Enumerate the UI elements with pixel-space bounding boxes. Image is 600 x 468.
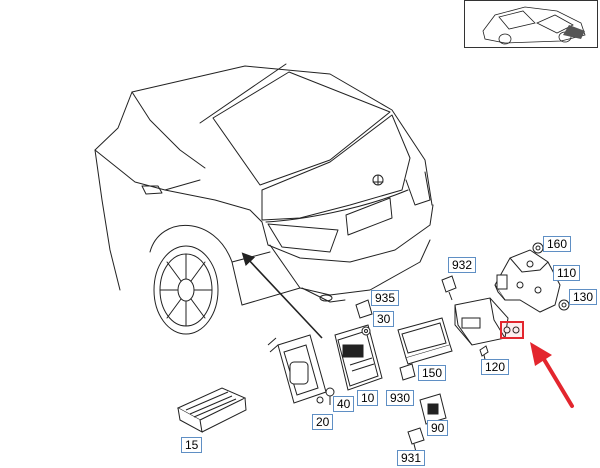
callout-160[interactable]: 160 bbox=[543, 236, 572, 252]
callout-130[interactable]: 130 bbox=[569, 289, 598, 305]
callout-120[interactable]: 120 bbox=[481, 359, 510, 375]
callout-90[interactable]: 90 bbox=[427, 420, 449, 436]
selected-part-highlight[interactable] bbox=[500, 321, 524, 339]
callout-932[interactable]: 932 bbox=[448, 257, 477, 273]
module-90 bbox=[407, 393, 447, 453]
callout-10[interactable]: 10 bbox=[357, 390, 379, 406]
control-unit-150 bbox=[397, 317, 453, 381]
callout-30[interactable]: 30 bbox=[373, 311, 395, 327]
selected-connector bbox=[503, 326, 520, 334]
callout-40[interactable]: 40 bbox=[333, 396, 355, 412]
callout-15[interactable]: 15 bbox=[181, 437, 203, 453]
callout-20[interactable]: 20 bbox=[312, 414, 334, 430]
bracket-assembly bbox=[494, 242, 570, 313]
vehicle-top-view-thumbnail[interactable] bbox=[464, 0, 598, 48]
callout-930[interactable]: 930 bbox=[386, 390, 415, 406]
sedan-rear-three-quarter-icon bbox=[94, 63, 434, 335]
car-thumbnail-icon bbox=[482, 6, 586, 45]
callout-931[interactable]: 931 bbox=[397, 450, 426, 466]
location-arrow bbox=[241, 252, 323, 339]
amplifier-15 bbox=[176, 387, 247, 433]
mounting-frame bbox=[267, 334, 335, 405]
callout-935[interactable]: 935 bbox=[371, 290, 400, 306]
control-unit-10 bbox=[334, 299, 383, 391]
callout-150[interactable]: 150 bbox=[418, 365, 447, 381]
callout-110[interactable]: 110 bbox=[553, 265, 581, 281]
red-arrow-icon bbox=[530, 342, 574, 408]
control-module-right bbox=[441, 275, 509, 365]
